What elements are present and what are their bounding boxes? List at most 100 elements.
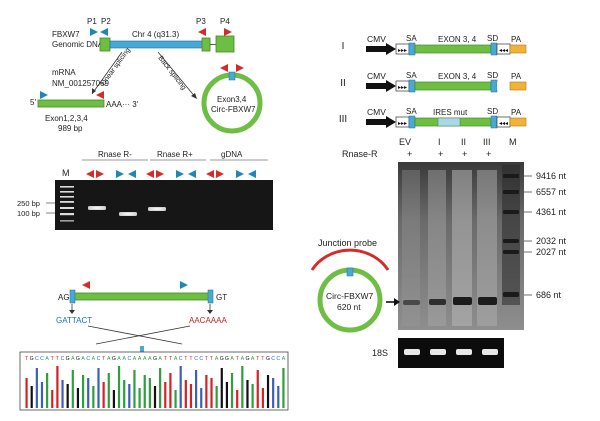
chromatogram-base: T xyxy=(184,356,188,362)
chromatogram-peak xyxy=(246,380,249,408)
chromatogram-peak xyxy=(205,375,208,408)
primer-p1-arrow xyxy=(90,28,98,36)
linear-splicing-arrow xyxy=(91,51,123,95)
promoter-arrow-head xyxy=(386,116,396,128)
ires-mut-box xyxy=(437,117,461,127)
chromatogram-peak xyxy=(25,378,28,408)
junction-probe-label: Junction probe xyxy=(318,238,377,248)
chromatogram-base: C xyxy=(97,356,101,362)
gel-primer-markers xyxy=(86,170,256,178)
chromatogram-base: A xyxy=(148,356,152,362)
chromatogram-base: A xyxy=(174,356,178,362)
promoter-arrow-head xyxy=(386,43,396,55)
circ-primer-red-left xyxy=(220,64,228,72)
loading-label-18s: 18S xyxy=(372,348,388,358)
genomic-exon-mid xyxy=(201,37,211,52)
chromatogram-peak xyxy=(277,386,280,408)
promoter-label: CMV xyxy=(367,71,386,81)
chromatogram-peak xyxy=(112,390,116,408)
mrna-label: mRNA xyxy=(52,68,76,77)
junction-primer-blue xyxy=(180,281,188,289)
gene-label-genomic: Genomic DNA xyxy=(52,40,104,49)
chromatogram-peak xyxy=(210,378,213,408)
primer-label-p3: P3 xyxy=(196,17,206,26)
chromatogram-traces xyxy=(25,366,285,408)
chromatogram-base: A xyxy=(107,356,111,362)
panel-b-gel: M Rnase R- Rnase R+ gDNA xyxy=(17,150,273,230)
chromatogram-peak xyxy=(66,384,69,408)
construct-number: III xyxy=(339,114,347,125)
size-label-4361: 4361 nt xyxy=(536,207,567,217)
panel-e-northern: EV I II III M Rnase-R + + + + xyxy=(310,137,567,368)
lane-label-iii: III xyxy=(483,137,491,147)
gel-band-rnase-plus-circ xyxy=(148,207,166,211)
circ-junction-mark xyxy=(228,71,236,81)
rnase-r-label: Rnase-R xyxy=(342,149,378,159)
size-label-2032: 2032 nt xyxy=(536,236,567,246)
chromatogram-base: A xyxy=(143,356,147,362)
cross-line-2 xyxy=(95,325,191,345)
circ-name-label: Circ-FBXW7 xyxy=(211,105,256,114)
chromatogram-peak xyxy=(189,384,193,408)
flank-chevron-icon: ◂◂◂ xyxy=(499,47,508,54)
gel-band-rnase-minus-linear xyxy=(119,212,137,216)
chromatogram-peak xyxy=(169,373,172,408)
linear-size-label: 989 bp xyxy=(58,124,83,133)
chromatogram-peak xyxy=(148,378,151,408)
chromatogram-peak xyxy=(179,366,182,408)
chromatogram-base: T xyxy=(210,356,214,362)
chromatogram-base: G xyxy=(76,356,80,362)
chromatogram-peak xyxy=(266,375,270,408)
poly-a-box xyxy=(509,117,527,127)
chromatogram-base: T xyxy=(102,356,106,362)
gel-group-rnase-minus: Rnase R- xyxy=(98,150,132,159)
chromosome-label: Chr 4 (q31.3) xyxy=(132,30,179,39)
chromatogram-peak xyxy=(159,368,162,408)
promoter-label: CMV xyxy=(367,34,386,44)
chromatogram-peak xyxy=(97,368,100,408)
chromatogram-peak xyxy=(133,370,136,408)
cross-line-1 xyxy=(87,325,183,345)
splice-acceptor-mark xyxy=(408,79,416,93)
chromatogram-peak xyxy=(92,386,95,408)
blot-circ-bands xyxy=(403,297,497,305)
chromatogram-base: C xyxy=(35,356,39,362)
chromatogram-base: T xyxy=(256,356,260,362)
chromatogram-base: G xyxy=(153,356,157,362)
chromatogram-peak xyxy=(230,373,234,408)
chromatogram-base: A xyxy=(71,356,75,362)
chromatogram-base: G xyxy=(112,356,116,362)
chromatogram-base: G xyxy=(66,356,70,362)
poly-a-label: PA xyxy=(511,108,522,117)
poly-a-label: PA xyxy=(511,35,522,44)
promoter-arrow-body xyxy=(366,83,386,89)
chromatogram-peak xyxy=(220,368,223,408)
mrna-accession: NM_001257069 xyxy=(52,79,109,88)
primer-p2-arrow xyxy=(100,28,108,36)
chromatogram-peak xyxy=(61,380,64,408)
chromatogram-base: A xyxy=(215,356,219,362)
chromatogram-peak xyxy=(236,390,239,408)
construct-number: I xyxy=(342,41,345,52)
chromatogram-peak xyxy=(184,380,187,408)
splice-donor-mark xyxy=(490,79,498,93)
chromatogram-peak xyxy=(107,373,110,408)
splice-site-gt: GT xyxy=(216,293,227,302)
chromatogram-peak xyxy=(102,382,105,408)
chromatogram-base: G xyxy=(225,356,229,362)
chromatogram-base: C xyxy=(199,356,203,362)
exon-body xyxy=(414,81,492,91)
chromatogram-peak xyxy=(251,384,254,408)
gel-image xyxy=(55,180,273,230)
junction-probe-arc xyxy=(310,248,390,271)
linear-mrna-bar xyxy=(37,99,105,108)
chromatogram-base: C xyxy=(40,356,44,362)
rnase-sign-i: + xyxy=(438,149,443,159)
chromatogram-peak xyxy=(272,378,275,408)
linear-exons-label: Exon1,2,3,4 xyxy=(45,114,88,123)
chromatogram-peak xyxy=(143,375,146,408)
chromatogram-base: T xyxy=(261,356,265,362)
chromatogram-peak xyxy=(51,390,54,408)
